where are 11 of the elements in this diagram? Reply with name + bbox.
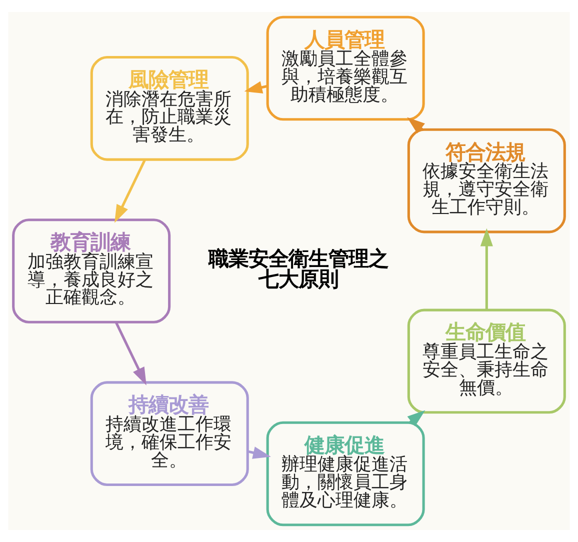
node-box: 風險管理 消除潛在危害所在，防止職業災害發生。 [90,56,249,161]
node-box: 教育訓練 加強教育訓練宣導，養成良好之正確觀念。 [12,218,171,324]
node-box: 符合法規 依據安全衛生法規，遵守安全衛生工作守則。 [407,128,566,234]
node-box: 持續改善 持續改進工作環境，確保工作安全。 [90,381,249,486]
node-box: 健康促進 辦理健康促進活動，關懷員工身體及心理健康。 [266,421,425,526]
arrow [114,322,146,386]
node-text: 職業安全衛生管理之七大原則 [208,246,389,292]
arrow [480,228,493,310]
arrow [114,159,146,223]
node-box: 生命價值 尊重員工生命之安全、秉持生命無價。 [407,308,566,414]
node-box: 人員管理 激勵員工全體參與，培養樂觀互助積極態度。 [266,16,425,121]
